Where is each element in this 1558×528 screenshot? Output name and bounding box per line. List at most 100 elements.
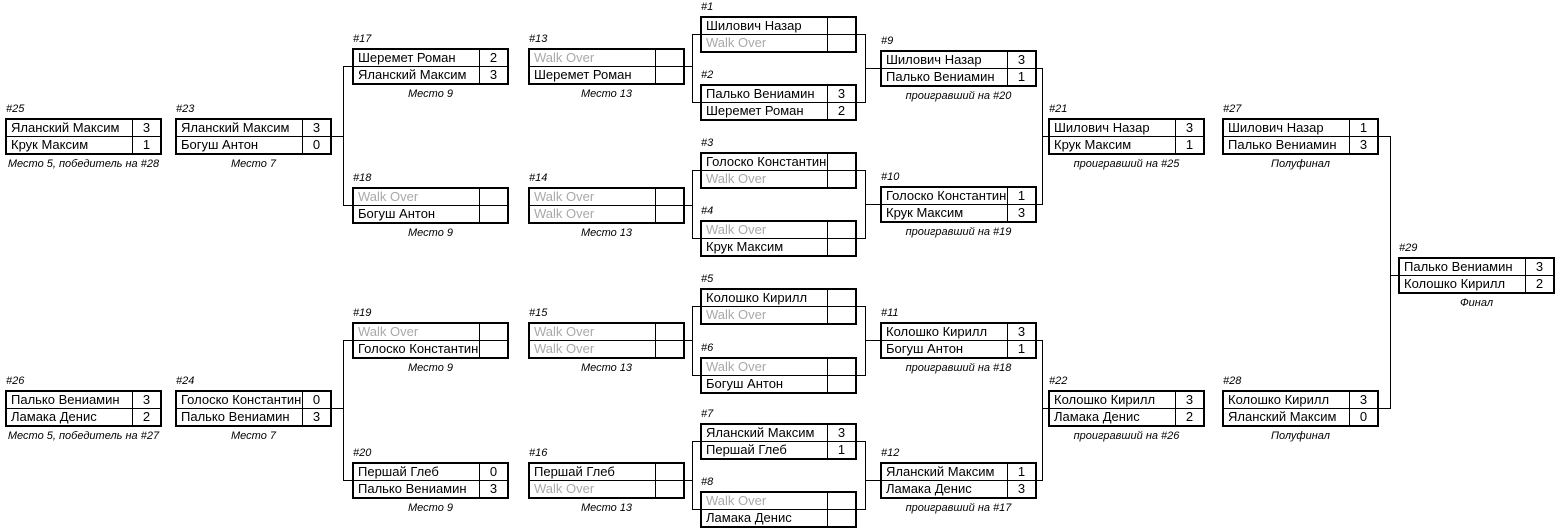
player-row-bottom: Богуш Антон	[354, 205, 507, 222]
player-name: Яланский Максим	[1228, 409, 1337, 424]
player-name: Шилович Назар	[706, 18, 802, 33]
player-name: Палько Вениамин	[358, 481, 467, 496]
player-name: Walk Over	[358, 189, 419, 204]
match-label: Место 13	[580, 227, 633, 239]
player-name: Крук Максим	[886, 205, 964, 220]
player-score: 3	[1007, 481, 1035, 497]
connector-line	[865, 340, 880, 341]
match-number: #25	[6, 103, 25, 115]
player-score: 3	[479, 67, 507, 83]
connector-line	[1037, 204, 1042, 205]
player-row-bottom: Палько Вениамин 3	[177, 408, 330, 425]
player-row-top: Шилович Назар 3	[1050, 120, 1203, 136]
match-10: #10 Голоско Константин 1 Крук Максим 3 п…	[880, 171, 1037, 238]
match-number: #19	[353, 307, 372, 319]
player-score	[827, 510, 855, 526]
match-25: #25 Яланский Максим 3 Крук Максим 1 Мест…	[5, 103, 162, 170]
player-row-top: Палько Вениамин 3	[7, 392, 160, 408]
match-box: Walk Over Ламака Денис	[700, 491, 857, 528]
match-box: Шилович Назар 1 Палько Вениамин 3	[1222, 118, 1379, 155]
player-row-bottom: Крук Максим 3	[882, 204, 1035, 221]
player-name: Ламака Денис	[1054, 409, 1140, 424]
player-score: 3	[479, 481, 507, 497]
match-4: #4 Walk Over Крук Максим	[700, 205, 857, 257]
player-score	[827, 493, 855, 509]
match-16: #16 Першай Глеб Walk Over Место 13	[528, 447, 685, 514]
player-row-bottom: Шеремет Роман 2	[702, 102, 855, 119]
player-row-top: Шилович Назар 1	[1224, 120, 1377, 136]
match-number: #5	[701, 273, 714, 285]
match-28: #28 Колошко Кирилл 3 Яланский Максим 0 П…	[1222, 375, 1379, 442]
match-number: #15	[529, 307, 548, 319]
connector-line	[865, 306, 866, 376]
player-row-top: Голоско Константин 0	[177, 392, 330, 408]
player-row-top: Першай Глеб	[530, 464, 683, 480]
player-row-bottom: Палько Вениамин 3	[1224, 136, 1377, 153]
match-number: #10	[881, 171, 900, 183]
connector-line	[343, 340, 352, 341]
match-number: #27	[1223, 103, 1242, 115]
player-name: Колошко Кирилл	[1228, 392, 1330, 407]
player-row-bottom: Шеремет Роман	[530, 66, 683, 83]
player-row-top: Колошко Кирилл 3	[882, 324, 1035, 340]
player-name: Яланский Максим	[11, 120, 120, 135]
connector-line	[865, 480, 880, 481]
match-7: #7 Яланский Максим 3 Першай Глеб 1	[700, 408, 857, 460]
connector-line	[1042, 408, 1048, 409]
match-number: #6	[701, 342, 714, 354]
player-row-top: Walk Over	[530, 324, 683, 340]
match-label: Место 13	[580, 88, 633, 100]
match-box: Walk Over Голоско Константин	[352, 322, 509, 359]
player-score	[479, 324, 507, 340]
match-number: #9	[881, 35, 894, 47]
player-row-top: Walk Over	[530, 189, 683, 205]
player-row-bottom: Ламака Денис 2	[1050, 408, 1203, 425]
player-score: 0	[302, 392, 330, 408]
connector-line	[685, 340, 692, 341]
player-score: 2	[827, 103, 855, 119]
match-label: Полуфинал	[1271, 430, 1330, 442]
match-13: #13 Walk Over Шеремет Роман Место 13	[528, 33, 685, 100]
connector-line	[692, 441, 700, 442]
player-score	[827, 376, 855, 392]
player-name: Яланский Максим	[358, 67, 467, 82]
player-row-top: Палько Вениамин 3	[1400, 259, 1553, 275]
player-name: Walk Over	[706, 493, 767, 508]
player-row-bottom: Walk Over	[702, 170, 855, 187]
player-row-top: Колошко Кирилл	[702, 290, 855, 306]
player-score	[655, 341, 683, 357]
player-row-bottom: Колошко Кирилл 2	[1400, 275, 1553, 292]
match-box: Шеремет Роман 2 Яланский Максим 3	[352, 48, 509, 85]
match-number: #2	[701, 69, 714, 81]
player-row-top: Яланский Максим 3	[702, 425, 855, 441]
player-score: 3	[827, 86, 855, 102]
match-box: Walk Over Шеремет Роман	[528, 48, 685, 85]
player-row-bottom: Палько Вениамин 3	[354, 480, 507, 497]
match-box: Walk Over Крук Максим	[700, 220, 857, 257]
match-box: Колошко Кирилл Walk Over	[700, 288, 857, 325]
connector-line	[692, 306, 700, 307]
player-name: Богуш Антон	[181, 137, 259, 152]
match-label: проигравший на #19	[905, 226, 1012, 238]
player-score: 1	[132, 137, 160, 153]
player-name: Голоско Константин	[706, 154, 827, 169]
player-row-bottom: Палько Вениамин 1	[882, 68, 1035, 85]
player-name: Шилович Назар	[886, 52, 982, 67]
connector-line	[1379, 136, 1390, 137]
match-label: Место 9	[408, 227, 453, 239]
match-box: Walk Over Walk Over	[528, 322, 685, 359]
match-17: #17 Шеремет Роман 2 Яланский Максим 3 Ме…	[352, 33, 509, 100]
player-name: Яланский Максим	[706, 425, 815, 440]
player-row-bottom: Крук Максим 1	[7, 136, 160, 153]
player-name: Палько Вениамин	[1404, 259, 1513, 274]
match-number: #11	[881, 307, 899, 319]
match-box: Walk Over Walk Over	[528, 187, 685, 224]
match-29: #29 Палько Вениамин 3 Колошко Кирилл 2 Ф…	[1398, 242, 1555, 309]
player-row-bottom: Walk Over	[530, 340, 683, 357]
player-name: Walk Over	[706, 359, 767, 374]
player-row-top: Walk Over	[354, 324, 507, 340]
match-8: #8 Walk Over Ламака Денис	[700, 476, 857, 528]
player-name: Голоско Константин	[181, 392, 302, 407]
match-2: #2 Палько Вениамин 3 Шеремет Роман 2	[700, 69, 857, 121]
match-label: проигравший на #25	[1073, 158, 1180, 170]
